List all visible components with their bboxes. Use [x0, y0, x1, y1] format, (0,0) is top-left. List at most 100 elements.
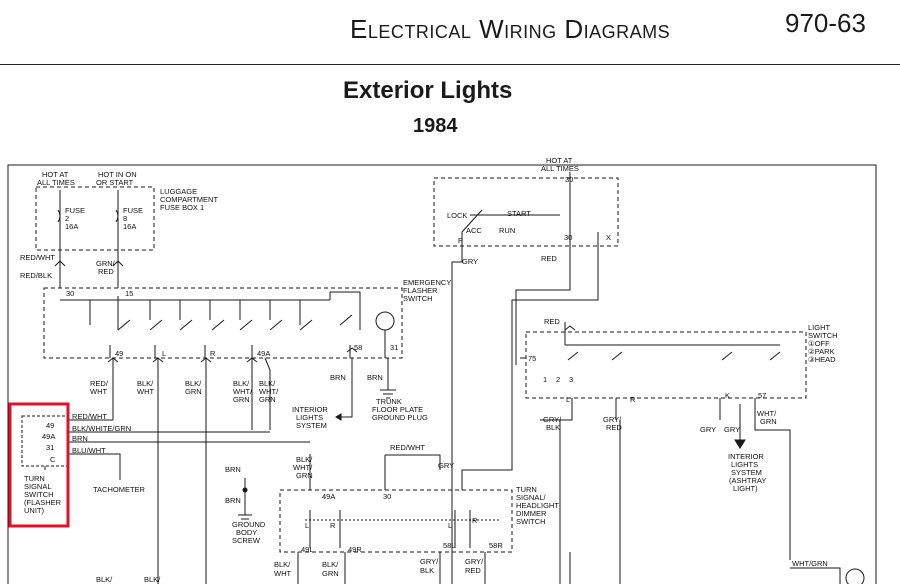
label-bwg2-v: BLK/	[259, 379, 276, 388]
label-tR: R	[210, 349, 216, 358]
label-grn-red-2: RED	[98, 267, 114, 276]
label-ign-hot: HOT AT	[546, 156, 573, 165]
label-b-gry-red-2: RED	[465, 566, 481, 575]
label-red-blk: RED/BLK	[20, 271, 52, 280]
label-tL: L	[162, 349, 166, 358]
label-ls-L: L	[566, 395, 570, 404]
label-bwg-v3: GRN	[233, 395, 250, 404]
label-trunk-2: FLOOR PLATE	[372, 405, 423, 414]
label-b-gry-blk: GRY/	[420, 557, 439, 566]
label-tss-2: SIGNAL	[24, 482, 52, 491]
label-tss-4: (FLASHER	[24, 498, 62, 507]
label-trunk: TRUNK	[376, 397, 402, 406]
label-t49A: 49A	[257, 349, 270, 358]
label-ls: LIGHT	[808, 323, 831, 332]
label-blk-grn-v: BLK/	[185, 379, 202, 388]
label-red2: RED	[544, 317, 560, 326]
label-ils2-4: (ASHTRAY	[729, 476, 766, 485]
label-fuse8: FUSE	[123, 206, 143, 215]
label-gry-blk-2: BLK	[546, 423, 560, 432]
label-pos2: 2	[556, 375, 560, 384]
label-ils-3: SYSTEM	[296, 421, 327, 430]
label-brn3: BRN	[225, 465, 241, 474]
label-brn2: BRN	[367, 373, 383, 382]
label-ign-start: START	[507, 209, 531, 218]
label-wht-grn-br: WHT/GRN	[792, 559, 828, 568]
label-tsh-L: L	[305, 521, 309, 530]
label-ign-30: 30	[565, 175, 573, 184]
label-blk-grn-v2: GRN	[185, 387, 202, 396]
label-fusebox-3: FUSE BOX 1	[160, 203, 204, 212]
label-fuse2-num: 2	[65, 214, 69, 223]
label-fuse2: FUSE	[65, 206, 85, 215]
label-ls-75: 75	[528, 354, 536, 363]
label-fuse8-num: 8	[123, 214, 127, 223]
label-gry-red: GRY/	[603, 415, 622, 424]
label-ign-30b: 30	[564, 233, 572, 242]
label-tsh-49A: 49A	[322, 492, 335, 501]
label-ils: INTERIOR	[292, 405, 328, 414]
label-ls-5: ③HEAD	[808, 355, 836, 364]
label-tsh-49L: 49L	[301, 545, 314, 554]
label-ils-2: LIGHTS	[296, 413, 323, 422]
label-hot-run-2: OR START	[96, 178, 134, 187]
label-ls-4: ②PARK	[808, 347, 835, 356]
label-tsh-R: R	[330, 521, 336, 530]
label-red: RED	[541, 254, 557, 263]
label-ls-2: SWITCH	[808, 331, 838, 340]
label-gry-red-2: RED	[606, 423, 622, 432]
diagram-title: Exterior Lights	[343, 77, 513, 104]
label-ls-K: K	[725, 391, 730, 400]
label-brn4: BRN	[225, 496, 241, 505]
diagram-labels: HOT AT ALL TIMES HOT IN ON OR START FUSE…	[20, 156, 838, 584]
label-gbs-2: BODY	[236, 528, 257, 537]
label-gbs-3: SCREW	[232, 536, 261, 545]
label-t49: 49	[115, 349, 123, 358]
label-tsh-5: SWITCH	[516, 517, 546, 526]
label-tsh-49R: 49R	[348, 545, 362, 554]
wiring-lines	[7, 164, 877, 584]
label-gry2: GRY	[700, 425, 716, 434]
label-red-wht-tsh: RED/WHT	[390, 443, 425, 452]
label-ls-R: R	[630, 395, 636, 404]
label-tsh-4: DIMMER	[516, 509, 547, 518]
label-tsh-R2: R	[472, 516, 478, 525]
label-wht-grn-2: GRN	[760, 417, 777, 426]
label-ls-3: ①OFF	[808, 339, 830, 348]
label-ign-p: P	[458, 236, 463, 245]
label-b-blk-grn: BLK/	[322, 560, 339, 569]
diagram-year: 1984	[413, 115, 458, 137]
label-ign-lock: LOCK	[447, 211, 467, 220]
label-tachometer: TACHOMETER	[93, 485, 146, 494]
label-grn-red: GRN/	[96, 259, 116, 268]
label-t30: 30	[66, 289, 74, 298]
label-pos3: 3	[569, 375, 573, 384]
label-brn: BRN	[330, 373, 346, 382]
label-tss-3: SWITCH	[24, 490, 54, 499]
label-bwg-h: BLK/WHITE/GRN	[72, 424, 131, 433]
label-bwg-v2: WHT/	[233, 387, 253, 396]
label-hot-all-times-2: ALL TIMES	[37, 178, 75, 187]
page-number: 970-63	[785, 8, 866, 38]
label-b-gry-blk-2: BLK	[420, 566, 434, 575]
label-gry3: GRY	[724, 425, 740, 434]
label-tsh-2: SIGNAL/	[516, 493, 547, 502]
label-ign-hot-2: ALL TIMES	[541, 164, 579, 173]
label-tss-49: 49	[46, 421, 54, 430]
label-t15: 15	[125, 289, 133, 298]
label-pos1: 1	[543, 375, 547, 384]
label-b-blk2: BLK/	[144, 575, 161, 584]
label-bwg3-2: WHT/	[293, 463, 313, 472]
label-efs: EMERGENCY	[403, 278, 451, 287]
label-hot-run: HOT IN ON	[98, 170, 137, 179]
label-b-blk-wht: BLK/	[274, 560, 291, 569]
label-bwg3: BLK/	[296, 455, 313, 464]
label-ign-acc: ACC	[466, 226, 482, 235]
label-bwg2-v3: GRN	[259, 395, 276, 404]
label-ign-run: RUN	[499, 226, 515, 235]
label-ils2-2: LIGHTS	[731, 460, 758, 469]
label-fusebox: LUGGAGE	[160, 187, 197, 196]
label-ign-x: X	[606, 233, 611, 242]
label-tsh-30: 30	[383, 492, 391, 501]
